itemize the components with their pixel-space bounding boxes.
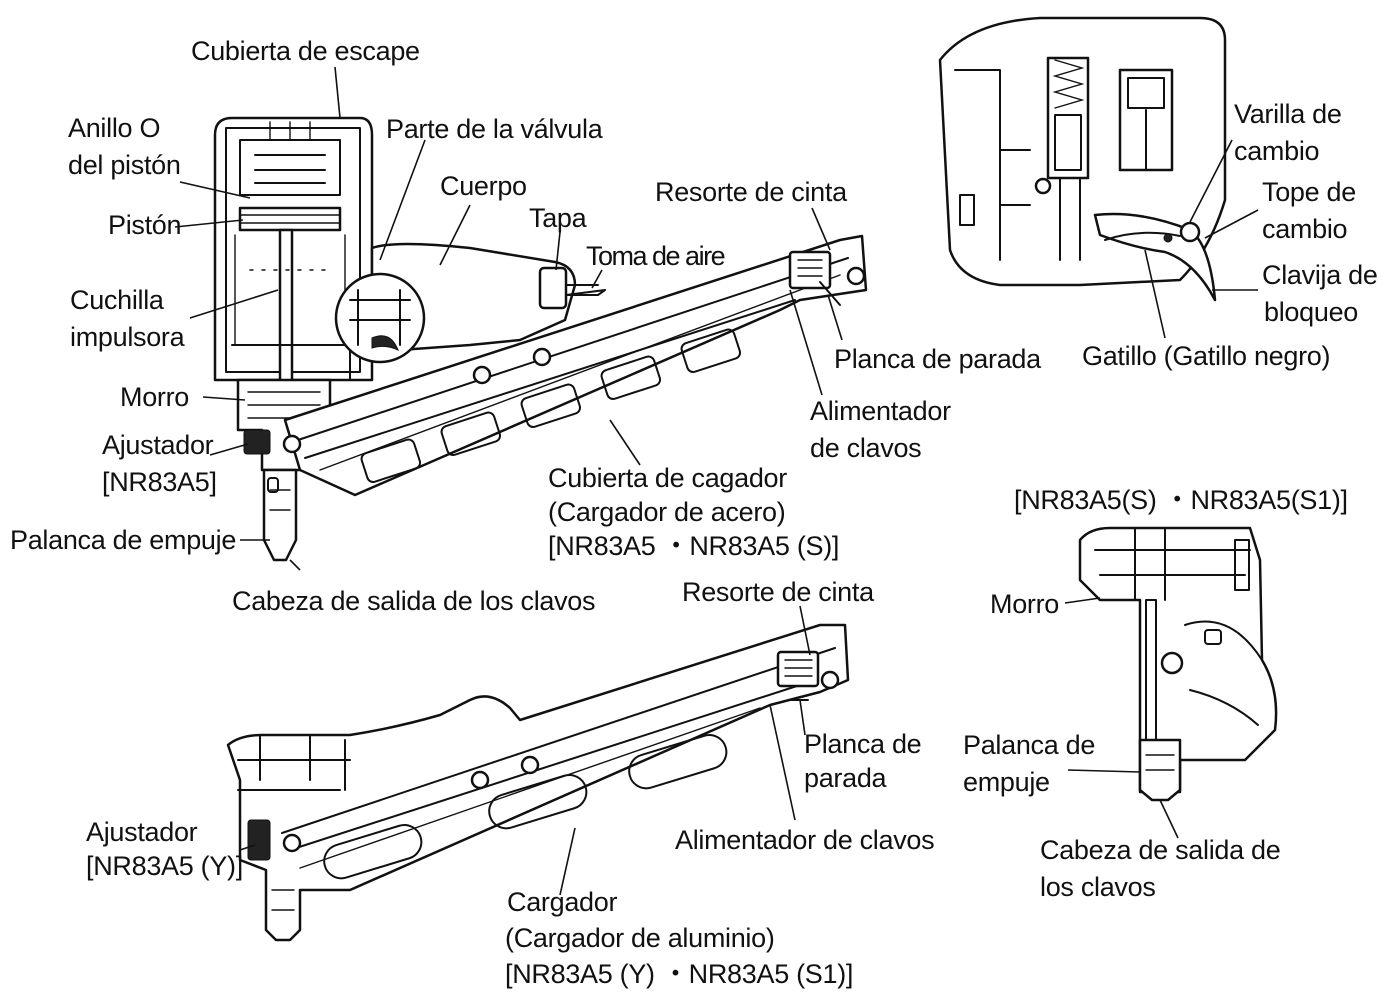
label-piston-o-ring-line1: Anillo O xyxy=(68,113,161,143)
main-nailer-illustration xyxy=(213,116,868,562)
label-body: Cuerpo xyxy=(440,171,527,201)
label-aluminum-magazine: Cargador (Cargador de aluminio) [NR83A5 … xyxy=(505,884,853,992)
label-adjuster-top: Ajustador [NR83A5] xyxy=(102,427,217,501)
label-nail-outlet-variant: Cabeza de salida de los clavos xyxy=(1040,832,1281,906)
label-driver-blade-line1: Cuchilla xyxy=(70,285,164,315)
label-nail-feeder-top-line2: de clavos xyxy=(810,433,922,463)
label-piston: Pistón xyxy=(108,210,182,240)
label-change-stopper-line1: Tope de xyxy=(1262,177,1356,207)
label-stopper-plate-bottom-line2: parada xyxy=(804,763,887,793)
label-piston-o-ring: Anillo O del pistón xyxy=(68,110,181,184)
label-push-lever-variant-line2: empuje xyxy=(963,767,1050,797)
label-nail-outlet-variant-line2: los clavos xyxy=(1040,872,1156,902)
aluminum-nailer-illustration xyxy=(226,623,850,942)
label-aluminum-magazine-line1: Cargador xyxy=(507,887,618,917)
label-driver-blade: Cuchilla impulsora xyxy=(70,282,185,356)
label-aluminum-magazine-line3: [NR83A5 (Y) ・NR83A5 (S1)] xyxy=(505,959,854,989)
label-change-lever: Varilla de cambio xyxy=(1234,96,1342,170)
label-change-lever-line1: Varilla de xyxy=(1234,99,1342,129)
label-locking-pin: Clavija de bloqueo xyxy=(1262,257,1378,331)
label-stopper-plate-top: Planca de parada xyxy=(834,344,1041,374)
label-magazine-cover-line2: (Cargador de acero) xyxy=(548,497,786,527)
label-push-lever-variant: Palanca de empuje xyxy=(963,727,1095,801)
label-change-stopper: Tope de cambio xyxy=(1262,174,1356,248)
label-adjuster-bottom: Ajustador [NR83A5 (Y)] xyxy=(86,815,243,883)
label-nail-feeder-top-line1: Alimentador xyxy=(810,396,951,426)
label-piston-o-ring-line2: del pistón xyxy=(68,150,181,180)
label-stopper-plate-bottom-line1: Planca de xyxy=(804,729,922,759)
label-adjuster-bottom-line1: Ajustador xyxy=(86,817,198,847)
label-trigger: Gatillo (Gatillo negro) xyxy=(1082,341,1331,371)
label-driver-blade-line2: impulsora xyxy=(70,322,185,352)
label-magazine-cover-line1: Cubierta de cagador xyxy=(548,463,787,493)
label-magazine-cover: Cubierta de cagador (Cargador de acero) … xyxy=(548,461,839,563)
label-nail-outlet-main: Cabeza de salida de los clavos xyxy=(232,586,596,616)
label-locking-pin-line2: bloqueo xyxy=(1264,297,1358,327)
label-valve-part: Parte de la válvula xyxy=(386,114,603,144)
label-nose-variant: Morro xyxy=(990,589,1060,619)
label-tape-spring-bottom: Resorte de cinta xyxy=(682,577,874,607)
label-adjuster-top-line1: Ajustador xyxy=(102,430,214,460)
label-locking-pin-line1: Clavija de xyxy=(1262,260,1378,290)
label-nail-feeder-top: Alimentador de clavos xyxy=(810,393,951,467)
label-air-inlet: Toma de aire xyxy=(586,241,726,271)
trigger-detail-illustration xyxy=(938,16,1227,302)
variant-nose-illustration xyxy=(1078,526,1278,802)
label-nose-main: Morro xyxy=(120,382,190,412)
aluminum-leader-lines xyxy=(239,605,811,896)
trigger-leader-lines xyxy=(1144,139,1259,339)
variant-leader-lines xyxy=(1064,597,1179,839)
label-nail-feeder-bottom: Alimentador de clavos xyxy=(675,825,935,855)
label-exhaust-cover: Cubierta de escape xyxy=(191,36,420,66)
label-push-lever-main: Palanca de empuje xyxy=(10,525,237,555)
label-tape-spring-top: Resorte de cinta xyxy=(655,177,847,207)
label-variant-heading: [NR83A5(S) ・NR83A5(S1)] xyxy=(1014,485,1348,515)
label-change-lever-line2: cambio xyxy=(1234,136,1320,166)
label-stopper-plate-bottom: Planca de parada xyxy=(804,727,922,795)
label-adjuster-top-line2: [NR83A5] xyxy=(102,467,217,497)
label-change-stopper-line2: cambio xyxy=(1262,214,1348,244)
label-aluminum-magazine-line2: (Cargador de aluminio) xyxy=(505,923,775,953)
main-leader-lines xyxy=(174,66,843,571)
label-nail-outlet-variant-line1: Cabeza de salida de xyxy=(1040,835,1281,865)
label-cap: Tapa xyxy=(529,203,587,233)
label-push-lever-variant-line1: Palanca de xyxy=(963,730,1096,760)
label-magazine-cover-line3: [NR83A5 ・NR83A5 (S)] xyxy=(548,531,840,561)
label-adjuster-bottom-line2: [NR83A5 (Y)] xyxy=(86,851,243,881)
